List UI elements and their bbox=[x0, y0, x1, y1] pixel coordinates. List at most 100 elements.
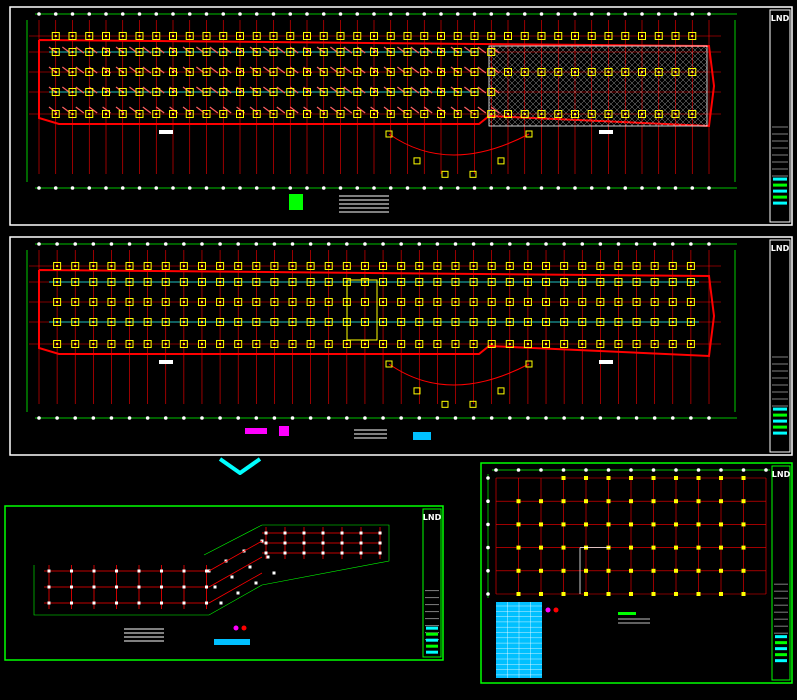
column bbox=[436, 281, 439, 283]
column bbox=[219, 321, 222, 323]
column bbox=[356, 113, 359, 115]
column bbox=[74, 301, 77, 303]
grid-bubble bbox=[580, 416, 585, 420]
column bbox=[523, 113, 526, 115]
column-footing bbox=[319, 88, 328, 96]
column-footing bbox=[542, 340, 551, 348]
rebar-mark bbox=[343, 46, 353, 54]
column bbox=[200, 265, 203, 267]
chevron-down-icon[interactable] bbox=[218, 457, 262, 475]
hatch-line bbox=[642, 61, 708, 127]
column-footing bbox=[161, 298, 170, 306]
column-footing bbox=[179, 278, 188, 286]
column-footing bbox=[420, 88, 429, 96]
grid-bubble bbox=[53, 186, 58, 190]
column bbox=[456, 51, 459, 53]
column bbox=[88, 113, 91, 115]
column bbox=[696, 499, 701, 504]
column-footing bbox=[632, 278, 641, 286]
title-block-field bbox=[773, 425, 787, 429]
column bbox=[617, 281, 620, 283]
rebar-mark bbox=[75, 86, 85, 94]
column bbox=[635, 321, 638, 323]
drawing-sheet-1[interactable]: LND bbox=[9, 6, 793, 226]
column bbox=[356, 71, 359, 73]
grid-bubble bbox=[417, 242, 422, 246]
drawing-sheet-2[interactable]: LND bbox=[9, 236, 793, 456]
column bbox=[599, 343, 602, 345]
column bbox=[255, 265, 258, 267]
column-footing bbox=[286, 32, 295, 40]
column-footing bbox=[118, 68, 127, 76]
column bbox=[436, 301, 439, 303]
column bbox=[584, 592, 588, 596]
column-footing bbox=[252, 48, 261, 56]
grid-bubble bbox=[363, 242, 367, 246]
column-footing bbox=[487, 298, 496, 306]
column bbox=[423, 51, 426, 53]
grid-bubble bbox=[288, 186, 293, 190]
column-footing bbox=[360, 262, 369, 270]
grid-bubble bbox=[171, 186, 175, 190]
column bbox=[526, 265, 529, 267]
grid-bubble bbox=[87, 12, 92, 16]
column-footing bbox=[125, 278, 134, 286]
column-footing bbox=[85, 32, 94, 40]
drawing-sheet-3[interactable]: LND bbox=[4, 505, 444, 661]
grid-bubble bbox=[707, 416, 711, 420]
column-footing bbox=[219, 32, 228, 40]
hatch-line bbox=[630, 49, 708, 127]
column-footing bbox=[654, 68, 663, 76]
column-footing bbox=[537, 68, 546, 76]
column bbox=[54, 91, 57, 93]
hatch-line bbox=[636, 45, 708, 117]
column-footing bbox=[397, 318, 406, 326]
column bbox=[599, 321, 602, 323]
column bbox=[436, 265, 439, 267]
column bbox=[164, 343, 167, 345]
column-footing bbox=[621, 32, 630, 40]
column bbox=[653, 343, 656, 345]
column-footing bbox=[135, 88, 144, 96]
column bbox=[563, 265, 566, 267]
column bbox=[71, 35, 74, 37]
column-footing bbox=[143, 318, 152, 326]
column bbox=[200, 321, 203, 323]
column-footing bbox=[497, 157, 505, 165]
hatch-line bbox=[588, 45, 670, 127]
column-footing bbox=[252, 68, 261, 76]
column-footing bbox=[135, 68, 144, 76]
column bbox=[418, 321, 421, 323]
column bbox=[440, 35, 442, 37]
foundation-plan-2: LND bbox=[9, 236, 793, 456]
column bbox=[674, 71, 677, 73]
column bbox=[539, 499, 543, 504]
drawing-sheet-4[interactable]: LND bbox=[480, 462, 793, 684]
grid-bubble bbox=[562, 242, 566, 246]
hatch-line bbox=[576, 45, 658, 127]
column bbox=[473, 113, 476, 115]
column-footing bbox=[102, 48, 110, 56]
column bbox=[473, 51, 476, 53]
column bbox=[74, 321, 77, 323]
column-footing bbox=[89, 340, 98, 348]
column-footing bbox=[89, 278, 98, 286]
rebar-mark bbox=[477, 46, 487, 54]
column-footing bbox=[102, 88, 110, 96]
grid-bubble bbox=[556, 186, 561, 190]
column bbox=[322, 91, 325, 93]
column-footing bbox=[324, 298, 333, 306]
column bbox=[741, 499, 746, 504]
column bbox=[327, 265, 330, 267]
column-footing bbox=[135, 32, 144, 40]
column-footing bbox=[632, 340, 641, 348]
column bbox=[255, 321, 258, 323]
grid-bubble bbox=[154, 186, 159, 190]
column bbox=[121, 71, 124, 73]
column bbox=[255, 71, 258, 73]
column-footing bbox=[324, 278, 333, 286]
hatch-line bbox=[678, 45, 708, 75]
column-footing bbox=[386, 48, 395, 56]
grid-bubble bbox=[145, 242, 150, 246]
column bbox=[289, 71, 292, 73]
